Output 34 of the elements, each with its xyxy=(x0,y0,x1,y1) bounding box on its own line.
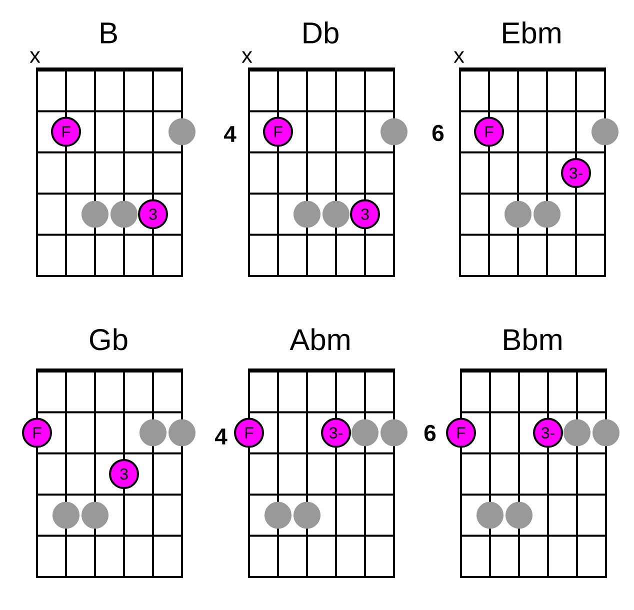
note-dot xyxy=(506,502,532,529)
note-dot xyxy=(82,502,108,529)
fret-number: 6 xyxy=(424,424,436,442)
note-dot xyxy=(564,419,590,446)
note-dot xyxy=(380,419,408,446)
note-dot xyxy=(592,419,620,446)
note-dot xyxy=(352,419,378,446)
chord-name: Ebm xyxy=(503,22,560,44)
chord-name: Bbm xyxy=(504,328,562,350)
note-dot xyxy=(52,502,80,529)
muted-string-mark: x xyxy=(454,51,464,63)
note-dot xyxy=(380,118,408,146)
note-dot xyxy=(82,200,108,228)
muted-string-mark: x xyxy=(30,51,40,63)
fret-number: 6 xyxy=(432,124,444,142)
note-dot xyxy=(294,200,320,228)
chord-name: Abm xyxy=(290,328,350,350)
note-dot xyxy=(140,419,166,446)
note-dot xyxy=(168,419,196,446)
note-dot xyxy=(264,502,292,529)
chord-name: B xyxy=(100,22,117,44)
note-dot xyxy=(294,502,320,529)
muted-string-mark: x xyxy=(242,51,252,63)
fret-number: 4 xyxy=(214,428,228,444)
note-dot xyxy=(168,118,196,146)
note-dot xyxy=(534,200,560,228)
note-dot xyxy=(592,118,618,146)
note-dot xyxy=(504,200,532,228)
note-dot xyxy=(476,502,504,529)
chord-name: Gb xyxy=(90,328,128,350)
note-dot xyxy=(322,200,350,228)
fret-number: 4 xyxy=(224,126,236,142)
note-dot xyxy=(110,200,138,228)
chord-name: Db xyxy=(304,22,338,44)
